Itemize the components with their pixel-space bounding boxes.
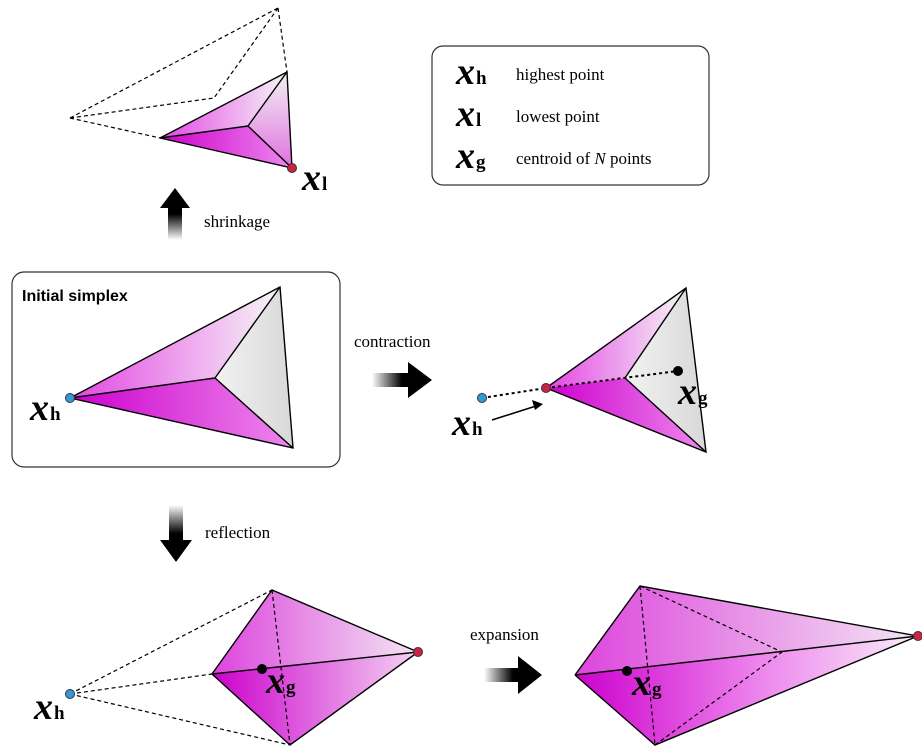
contract-old-point-line [481,387,547,399]
shrinkage-arrow [160,188,190,240]
legend-xh-symbol: xh [455,51,487,93]
reflected-simplex: xh xg [33,589,423,746]
contract-centroid-dot [673,366,683,376]
highest-point-marker [65,393,75,403]
reflect-old-highest-marker [65,689,75,699]
reflect-xg-label: xg [265,660,296,702]
expand-face-bottom [575,636,918,745]
expand-xg-label: xg [631,662,662,704]
contract-face-right [625,288,706,452]
shrunk-face-right [248,72,292,168]
reflection-label: reflection [205,523,271,542]
contract-centroid-line [545,370,679,389]
reflect-face-top [212,590,418,674]
lowest-point-marker [287,163,297,173]
contract-new-point-marker [541,383,551,393]
initial-simplex-title: Initial simplex [22,288,128,305]
expand-new-point-marker [913,631,922,641]
original-simplex-dashed [69,7,288,139]
reflect-new-point-marker [413,647,423,657]
expansion-label: expansion [470,625,539,644]
expand-face-top [575,586,918,675]
shrinkage-label: shrinkage [204,212,270,231]
expansion-arrow [484,656,542,694]
contraction-arrow [372,362,432,398]
legend-xg-text: centroid of N points [516,149,652,168]
shrunk-simplex: xl [69,7,327,199]
contract-pointer-head [532,400,543,410]
reflect-centroid-dot [257,664,267,674]
legend-xh-text: highest point [516,65,605,84]
expand-centroid-dot [622,666,632,676]
contract-old-highest-marker [477,393,487,403]
legend-xl-symbol: xl [455,93,481,135]
initial-simplex-panel: Initial simplex xh [11,271,341,468]
initial-xh-label: xh [29,387,61,429]
shrink-xl-label: xl [301,157,327,199]
contraction-label: contraction [354,332,431,351]
legend-xg-symbol: xg [455,135,486,177]
initial-face-bottom [70,378,293,448]
initial-face-right [215,287,293,448]
contract-xh-label: xh [451,402,483,444]
legend-box [431,45,710,186]
contracted-simplex: xh xg [451,286,708,454]
contract-pointer-arrow [491,405,537,421]
contract-xg-label: xg [677,371,708,413]
contract-face-bottom [546,378,706,452]
expanded-simplex: xg [574,585,922,746]
reflect-face-bottom [212,652,418,745]
legend-xl-text: lowest point [516,107,600,126]
reflection-arrow [160,505,192,562]
legend: xh highest point xl lowest point xg cent… [431,45,710,186]
reflect-xh-label: xh [33,686,65,728]
